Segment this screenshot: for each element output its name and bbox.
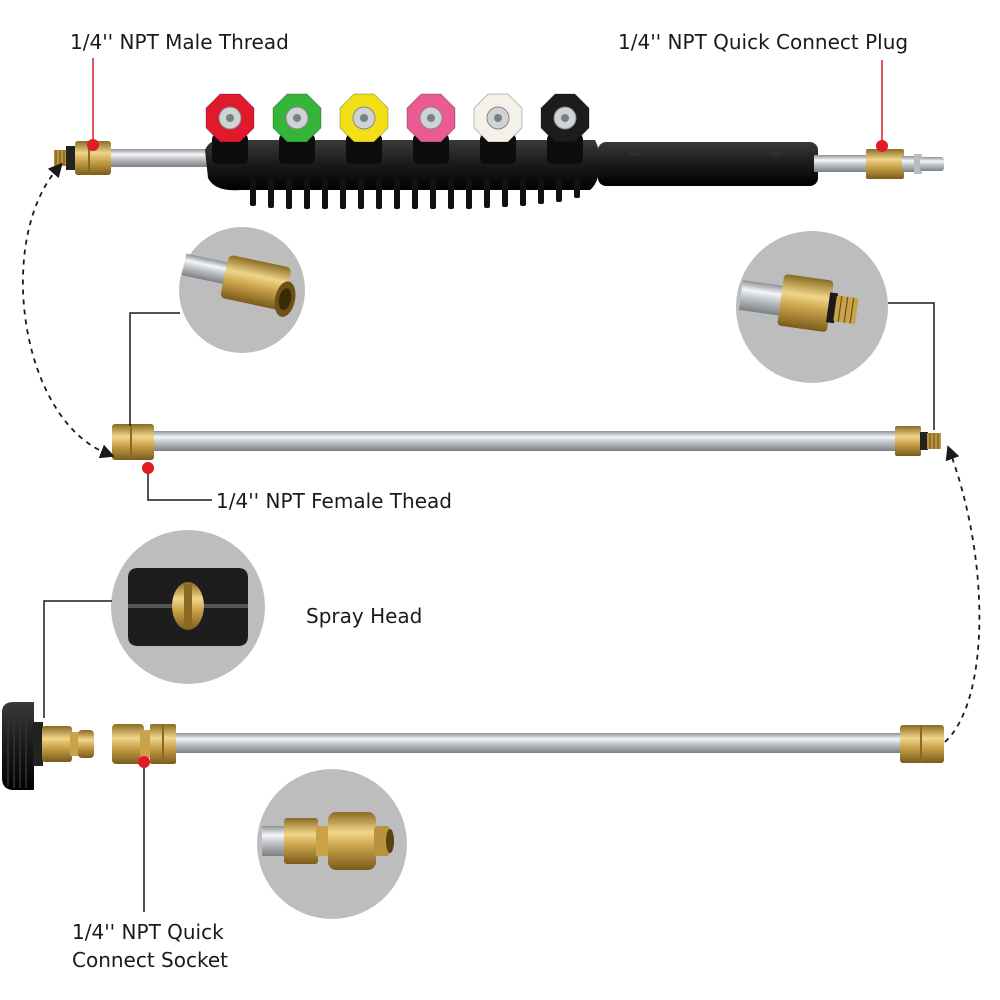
female-thread-marker [142, 462, 154, 474]
spray-head [2, 702, 94, 790]
nozzle-tip-4 [406, 93, 456, 143]
female-callout-leader [129, 312, 180, 426]
nozzle-tip-1 [205, 93, 255, 143]
middle-male-fitting [895, 426, 941, 456]
male-callout-fitting [738, 274, 859, 332]
middle-tube [150, 431, 900, 451]
arrow-bottom-to-middle [944, 445, 981, 743]
bottom-female-fitting [900, 725, 944, 763]
top-wand-right-tube [814, 155, 870, 172]
nozzle-tip-3 [339, 93, 389, 143]
wand-handle [598, 142, 818, 186]
bottom-extension [112, 724, 944, 764]
quick-connect-socket-label-line2: Connect Socket [72, 948, 228, 972]
quick-connect-socket-fitting [112, 724, 176, 764]
nozzle-tip-2 [272, 93, 322, 143]
arrow-middle-to-top [22, 162, 115, 459]
quick-connect-socket-label: 1/4'' NPT Quick Connect Socket [72, 918, 272, 974]
top-wand-left-tube [105, 149, 215, 167]
nozzle-tip-6 [540, 93, 590, 143]
female-thread-leader [147, 470, 212, 501]
male-thread-label: 1/4'' NPT Male Thread [70, 30, 289, 54]
nozzle-tip-5 [473, 93, 523, 143]
grip-ridges [250, 178, 580, 209]
male-thread-marker [87, 139, 99, 151]
quick-connect-plug-fitting [866, 149, 944, 179]
quick-connect-plug-label: 1/4'' NPT Quick Connect Plug [618, 30, 909, 54]
female-thread-label: 1/4'' NPT Female Thead [216, 489, 452, 513]
socket-callout-fitting [262, 812, 394, 870]
top-wand [54, 93, 944, 209]
nozzle-tips [205, 93, 590, 143]
male-thread-fitting [54, 141, 111, 175]
spray-head-label: Spray Head [306, 604, 423, 628]
female-callout-fitting [181, 253, 296, 317]
bottom-tube [170, 733, 910, 753]
middle-extension [112, 424, 941, 460]
spray-head-callout-image [128, 568, 248, 646]
plug-marker [876, 140, 888, 152]
spray-head-callout-leader [43, 600, 112, 718]
male-callout-leader [888, 302, 935, 430]
female-thread-fitting [112, 424, 154, 460]
quick-connect-socket-label-line1: 1/4'' NPT Quick [72, 920, 224, 944]
socket-marker [138, 756, 150, 768]
